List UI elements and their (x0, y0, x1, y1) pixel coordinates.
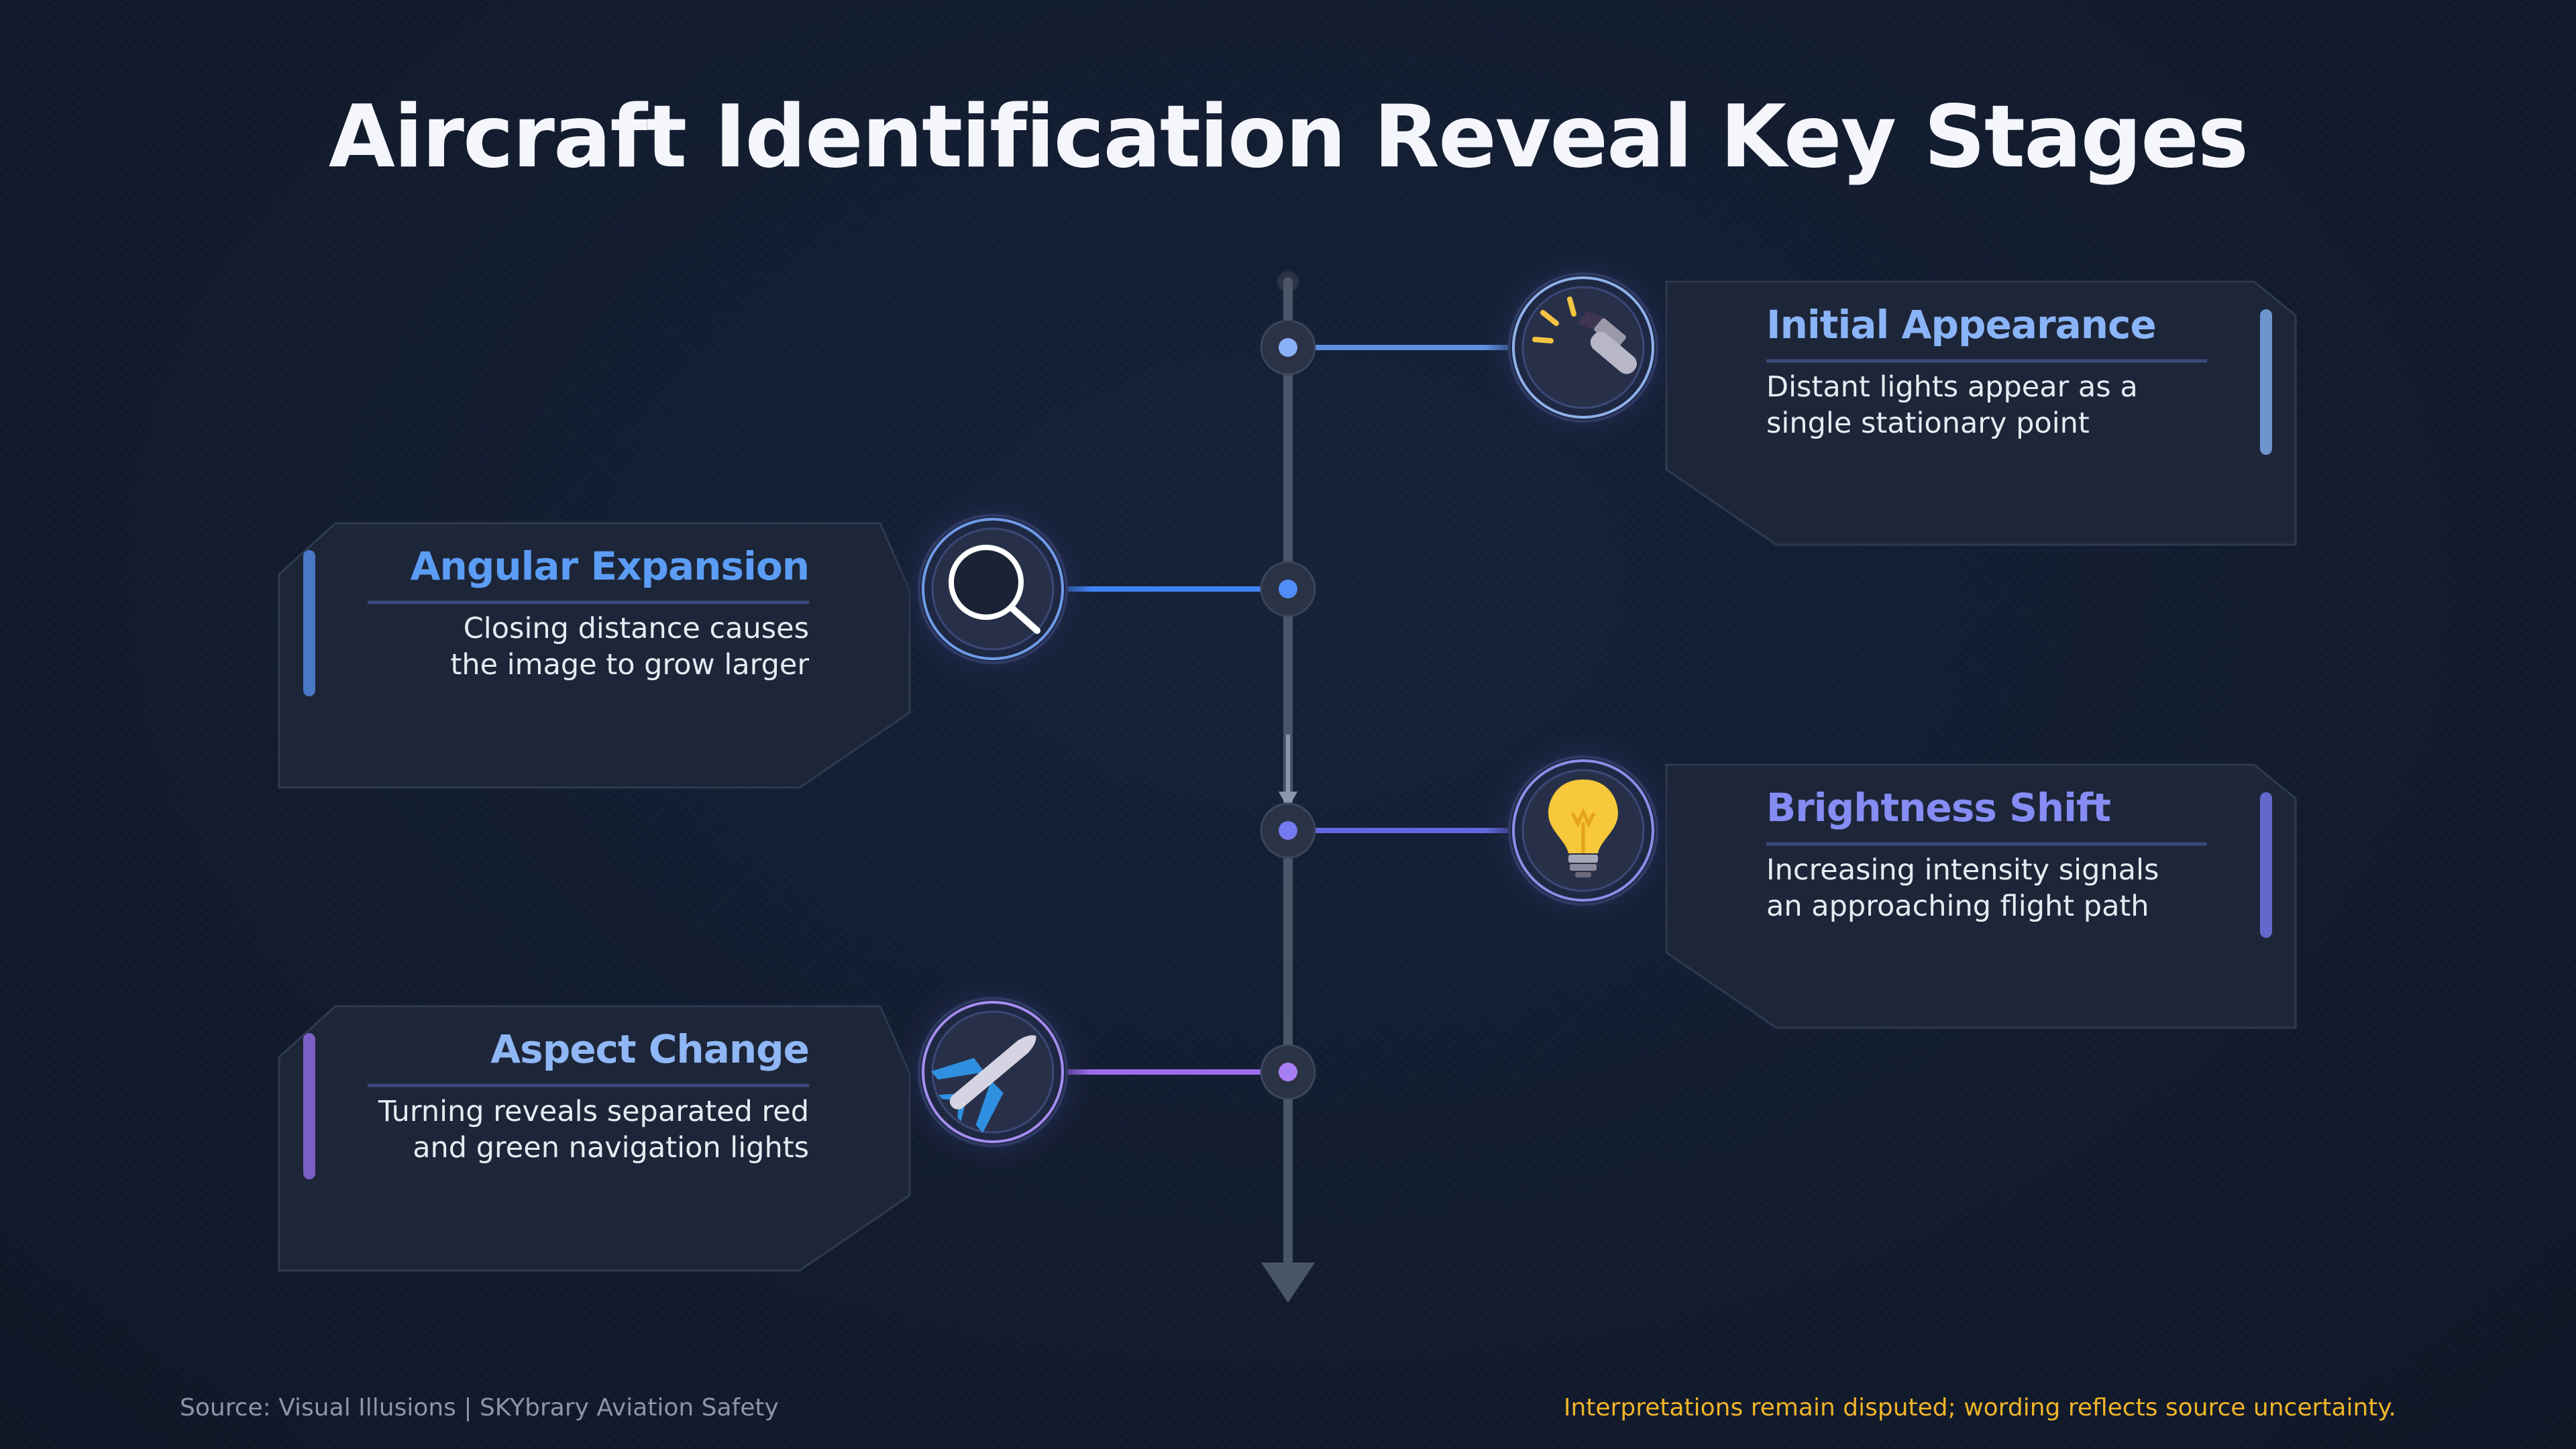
card-accent-bar (303, 1033, 315, 1179)
stage-title: Brightness Shift (1766, 785, 2111, 830)
timeline-arrowhead (1261, 1263, 1315, 1303)
stage-description: the image to grow larger (450, 648, 810, 682)
magnifying-glass-icon (895, 491, 1091, 687)
card-angular-expansion (278, 522, 911, 789)
connector-aspect-change (1068, 1044, 1316, 1100)
stage-title: Aspect Change (490, 1026, 810, 1072)
stage-description: single stationary point (1766, 407, 2090, 440)
stage-card-text: Brightness Shift Increasing intensity si… (1766, 785, 2159, 924)
card-aspect-change (278, 1005, 911, 1272)
stage-description: and green navigation lights (413, 1131, 809, 1165)
stage-card-text: Angular Expansion Closing distance cause… (410, 543, 810, 683)
stage-description: Distant lights appear as a (1766, 370, 2138, 404)
stage-description: an approaching flight path (1766, 890, 2149, 923)
stage-card-text: Initial Appearance Distant lights appear… (1766, 302, 2157, 441)
source-citation: Source: Visual Illusions | SKYbrary Avia… (180, 1394, 779, 1421)
connector-brightness-shift (1260, 802, 1508, 859)
flashlight-icon (1485, 250, 1681, 445)
stage-description: Increasing intensity signals (1766, 853, 2159, 887)
stage-description: Closing distance causes (463, 612, 809, 645)
card-accent-bar (2260, 309, 2272, 455)
connector-angular-expansion (1068, 561, 1316, 617)
card-accent-bar (303, 550, 315, 696)
light-bulb-icon (1485, 733, 1681, 928)
page-title: Aircraft Identification Reveal Key Stage… (328, 87, 2249, 187)
timeline-spine (1261, 271, 1315, 1303)
card-brightness-shift (1665, 763, 2297, 1029)
stage-card-text: Aspect Change Turning reveals separated … (378, 1026, 810, 1166)
disclaimer-note: Interpretations remain disputed; wording… (1563, 1394, 2396, 1421)
connector-initial-appearance (1260, 319, 1508, 376)
card-initial-appearance (1665, 280, 2297, 546)
stage-title: Initial Appearance (1766, 302, 2157, 347)
airplane-icon (895, 974, 1091, 1170)
stage-title: Angular Expansion (410, 543, 810, 589)
stage-description: Turning reveals separated red (378, 1095, 809, 1128)
timeline-mid-arrow (1279, 792, 1297, 809)
card-accent-bar (2260, 792, 2272, 938)
